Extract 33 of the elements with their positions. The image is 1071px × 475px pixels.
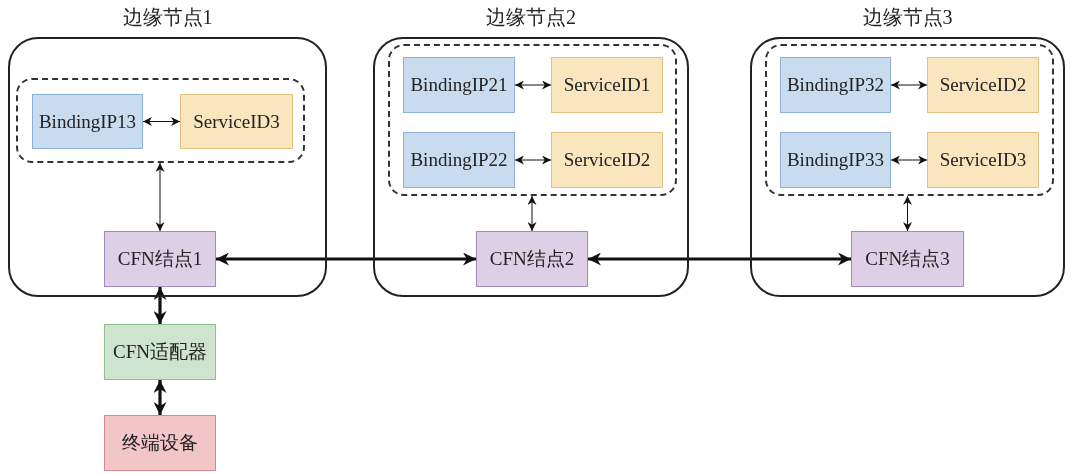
binding-box: BindingIP13 — [32, 94, 143, 149]
adapter-box: CFN适配器 — [104, 324, 216, 380]
node-box: CFN结点3 — [851, 231, 964, 287]
group-title: 边缘节点2 — [485, 5, 577, 30]
service-box: ServiceID3 — [927, 132, 1039, 188]
binding-box: BindingIP21 — [403, 57, 515, 113]
node-box: CFN结点2 — [476, 231, 588, 287]
service-box: ServiceID1 — [551, 57, 663, 113]
double-arrow — [153, 287, 167, 324]
dashed-group-box — [16, 78, 305, 163]
binding-box: BindingIP33 — [780, 132, 891, 188]
double-arrow — [155, 162, 165, 232]
double-arrow — [527, 195, 537, 232]
double-arrow — [890, 155, 928, 165]
group-title: 边缘节点3 — [861, 5, 954, 30]
double-arrow — [153, 380, 167, 415]
service-box: ServiceID3 — [180, 94, 293, 149]
double-arrow — [890, 80, 928, 90]
service-box: ServiceID2 — [927, 57, 1039, 113]
dashed-group-box — [388, 44, 677, 196]
service-box: ServiceID2 — [551, 132, 663, 188]
double-arrow — [142, 117, 181, 126]
double-arrow — [514, 80, 552, 90]
dashed-group-box — [765, 44, 1054, 196]
binding-box: BindingIP22 — [403, 132, 515, 188]
binding-box: BindingIP32 — [780, 57, 891, 113]
double-arrow — [903, 195, 912, 232]
node-box: CFN结点1 — [104, 231, 216, 287]
double-arrow — [216, 252, 476, 266]
group-title: 边缘节点1 — [121, 5, 214, 30]
device-box: 终端设备 — [104, 415, 216, 471]
double-arrow — [514, 155, 552, 165]
double-arrow — [588, 252, 851, 266]
